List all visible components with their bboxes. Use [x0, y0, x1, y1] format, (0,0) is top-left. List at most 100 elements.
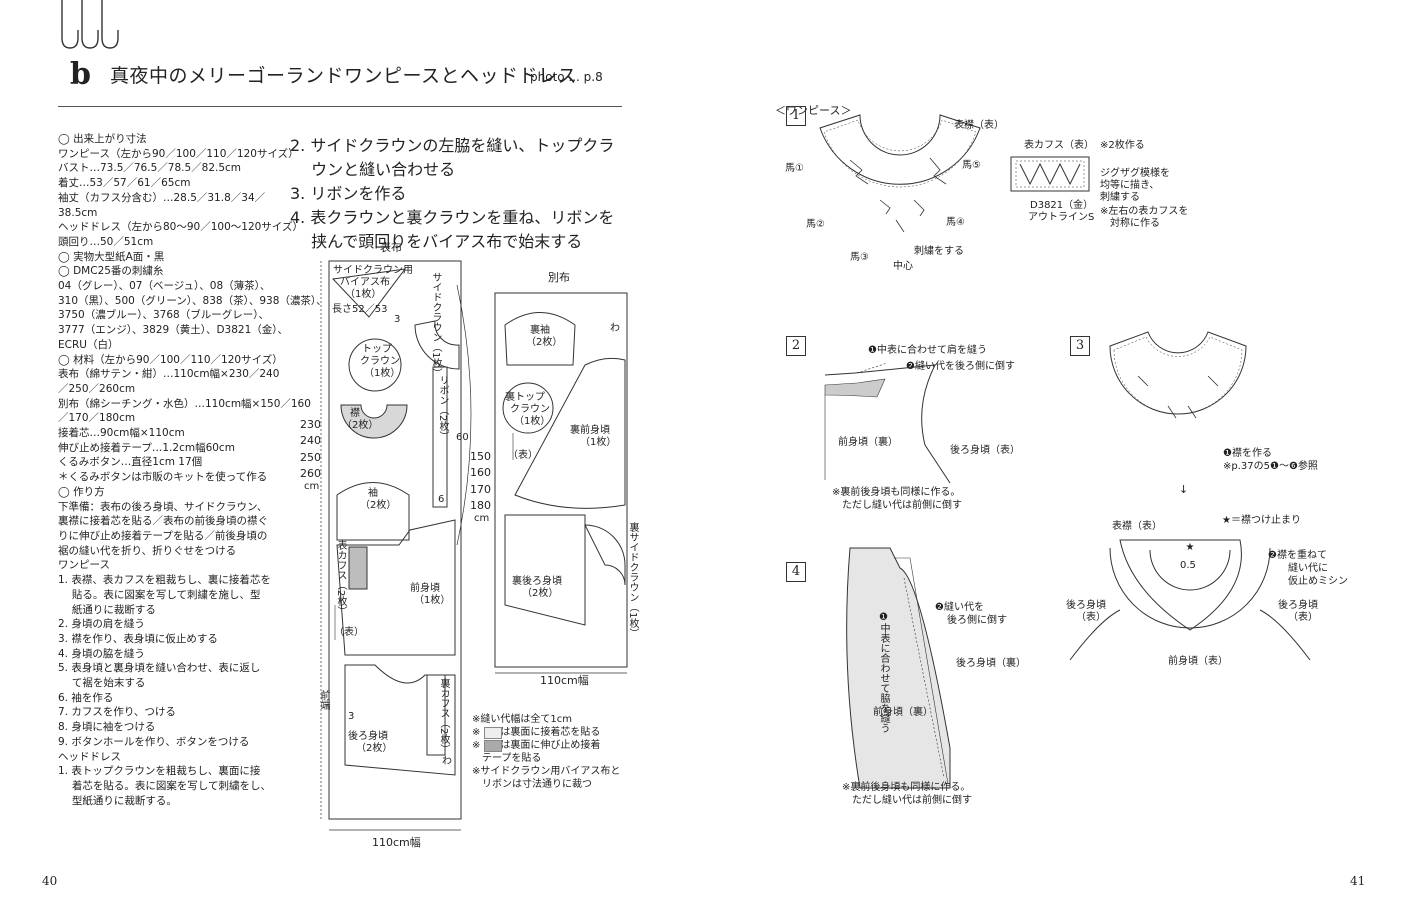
horse-5: 馬⑤	[962, 160, 981, 171]
step1-collar-label: 表襟（表）	[954, 120, 1004, 131]
step4-sew: ❶中表に合わせて脇を縫う	[878, 612, 889, 733]
l2-length-unit: cm	[474, 513, 490, 524]
step4-fold1: ❷縫い代を	[935, 602, 984, 613]
instruction-line: 8. 身頃に袖をつける	[58, 721, 156, 734]
instruction-line: バスト…73.5／76.5／78.5／82.5cm	[58, 162, 242, 175]
instruction-line: ◯ 材料（左から90／100／110／120サイズ）	[58, 353, 283, 366]
top-crown-3: （1枚）	[364, 368, 401, 379]
step2-note1: ❶中表に合わせて肩を縫う	[868, 345, 987, 356]
front-1: 前身頃	[410, 583, 440, 594]
page-number-right: 41	[1350, 874, 1366, 888]
down-arrow: ↓	[1179, 483, 1189, 496]
instructions-column: ◯ 出来上がり寸法ワンピース（左から90／100／110／120サイズ）バスト……	[58, 132, 327, 808]
zigzag-2: 均等に描き、	[1100, 180, 1160, 191]
step4-front: 前身頃（裏）	[873, 707, 933, 718]
photo-reference: photo ... p.8	[530, 70, 603, 84]
instruction-line: 貼る。表に図案を写して刺繍を施し、型	[58, 588, 261, 601]
instruction-line: 裾の縫い代を折り、折りぐせをつける	[58, 544, 237, 557]
layout2-fold: （表）	[508, 450, 538, 461]
inner-cuff-label: 裏カフス（2枚）	[438, 678, 449, 755]
note-4: テープを貼る	[472, 753, 542, 764]
note-2: ※ は裏面に接着芯を貼る	[472, 727, 601, 738]
instruction-line: 頭回り…50／51cm	[58, 235, 154, 248]
instruction-line: ◯ 実物大型紙A面・黒	[58, 250, 165, 263]
step2-number: 2	[786, 336, 806, 356]
instruction-line: りに伸び止め接着テープを貼る／前後身頃の	[58, 529, 268, 542]
instruction-line: 着丈…53／57／61／65cm	[58, 177, 191, 190]
title-rule	[58, 106, 622, 107]
back-2: （2枚）	[356, 743, 393, 754]
step3-ref: ※p.37の5❶〜❻参照	[1223, 461, 1318, 472]
step4-foot1: ※裏前後身頃も同様に作る。	[842, 782, 971, 793]
l2-width-label: 110cm幅	[540, 674, 589, 687]
instruction-line: 04（グレー）、07（ベージュ）、08（薄茶）、	[58, 280, 271, 293]
headdress-step-line: 挟んで頭回りをバイアス布で始末する	[290, 232, 583, 251]
instruction-line: 4. 身頃の脇を縫う	[58, 647, 145, 660]
inner-top-crown-3: （1枚）	[514, 416, 551, 427]
step3-front: 前身頃（表）	[1168, 656, 1228, 667]
collar-embroidery-diagram	[819, 114, 981, 233]
bias-label-3: （1枚）	[345, 289, 382, 300]
instruction-line: 3750（濃ブルー）、3768（ブルーグレー）、	[58, 309, 269, 322]
collar-1: 襟	[350, 408, 360, 419]
inner-top-crown-1: 裏トップ	[505, 392, 545, 403]
mirror-2: 対称に作る	[1110, 218, 1160, 229]
instruction-line: ヘッドドレス（左から80〜90／100〜120サイズ）	[58, 221, 303, 234]
instruction-line: ワンピース	[58, 559, 110, 572]
instruction-line: 38.5cm	[58, 206, 98, 219]
step3-collar: 表襟（表）	[1112, 521, 1162, 532]
length-250: 250	[300, 451, 321, 464]
length-unit: cm	[304, 481, 320, 492]
step4-back: 後ろ身頃（裏）	[956, 658, 1026, 669]
front-end-label: 前端	[318, 690, 329, 710]
step4-fold2: 後ろ側に倒す	[947, 615, 1007, 626]
step3-star: ★＝襟つけ止まり	[1222, 515, 1301, 526]
instruction-line: 1. 表襟、表カフスを粗裁ちし、裏に接着芯を	[58, 574, 271, 587]
bias-label-1: サイドクラウン用	[333, 265, 413, 276]
zigzag-3: 刺繍する	[1100, 192, 1140, 203]
length-260: 260	[300, 467, 321, 480]
center-label: 中心	[893, 261, 913, 272]
finished-collar-diagram	[1109, 331, 1247, 419]
page-number-left: 40	[42, 874, 58, 888]
instruction-line: 下準備：表布の後ろ身頃、サイドクラウン、	[58, 500, 268, 513]
step3-back-l2: （表）	[1076, 612, 1106, 623]
ribbon-label: リボン（2枚）	[437, 375, 448, 442]
step2-foot2: ただし縫い代は前側に倒す	[842, 500, 962, 511]
mirror-1: ※左右の表カフスを	[1100, 206, 1189, 217]
instruction-line: ECRU（白）	[58, 338, 119, 351]
zigzag-1: ジグザグ模様を	[1100, 168, 1170, 179]
length-240: 240	[300, 434, 321, 447]
inner-front-1: 裏前身頃	[570, 425, 610, 436]
step3-back-r1: 後ろ身頃	[1278, 600, 1318, 611]
instruction-line: 5. 表身頃と裏身頃を縫い合わせ、表に返し	[58, 662, 261, 675]
horse-1: 馬①	[785, 163, 804, 174]
horse-4: 馬④	[946, 217, 965, 228]
horse-3: 馬③	[850, 252, 869, 263]
l2-length-150: 150	[470, 450, 491, 463]
make-two-note: ※2枚作る	[1100, 140, 1145, 151]
note-6: リボンは寸法通りに裁つ	[472, 779, 592, 790]
back-3: 3	[348, 711, 355, 722]
instruction-line: ＊くるみボタンは市販のキットを使って作る	[58, 471, 268, 484]
front-2: （1枚）	[414, 595, 451, 606]
inner-back-1: 裏後ろ身頃	[512, 576, 562, 587]
instruction-line: 9. ボタンホールを作り、ボタンをつける	[58, 735, 250, 748]
step3-baste1: ❷襟を重ねて	[1268, 550, 1327, 561]
side-crown-label: サイドクラウン（1枚）	[430, 272, 441, 379]
instruction-line: 7. カフスを作り、つける	[58, 706, 176, 719]
instruction-line: ヘッドドレス	[58, 750, 121, 763]
headdress-step-line: 2. サイドクラウンの左脇を縫い、トップクラ	[290, 136, 615, 155]
cuff-zigzag-diagram	[1010, 156, 1090, 192]
instruction-line: ◯ DMC25番の刺繍糸	[58, 265, 164, 278]
headdress-step-line: ウンと縫い合わせる	[290, 160, 456, 179]
page-title: 真夜中のメリーゴーランドワンピースとヘッドドレス	[110, 65, 578, 87]
length-230: 230	[300, 418, 321, 431]
sleeve-2: （2枚）	[360, 500, 397, 511]
layout2-title: 別布	[548, 271, 570, 284]
inner-sleeve-1: 裏袖	[530, 325, 550, 336]
tape-swatch	[484, 740, 502, 752]
step3-make: ❶襟を作る	[1223, 448, 1272, 459]
instruction-line: 3. 襟を作り、表身頃に仮止めする	[58, 632, 218, 645]
wa-2: わ	[610, 323, 620, 334]
